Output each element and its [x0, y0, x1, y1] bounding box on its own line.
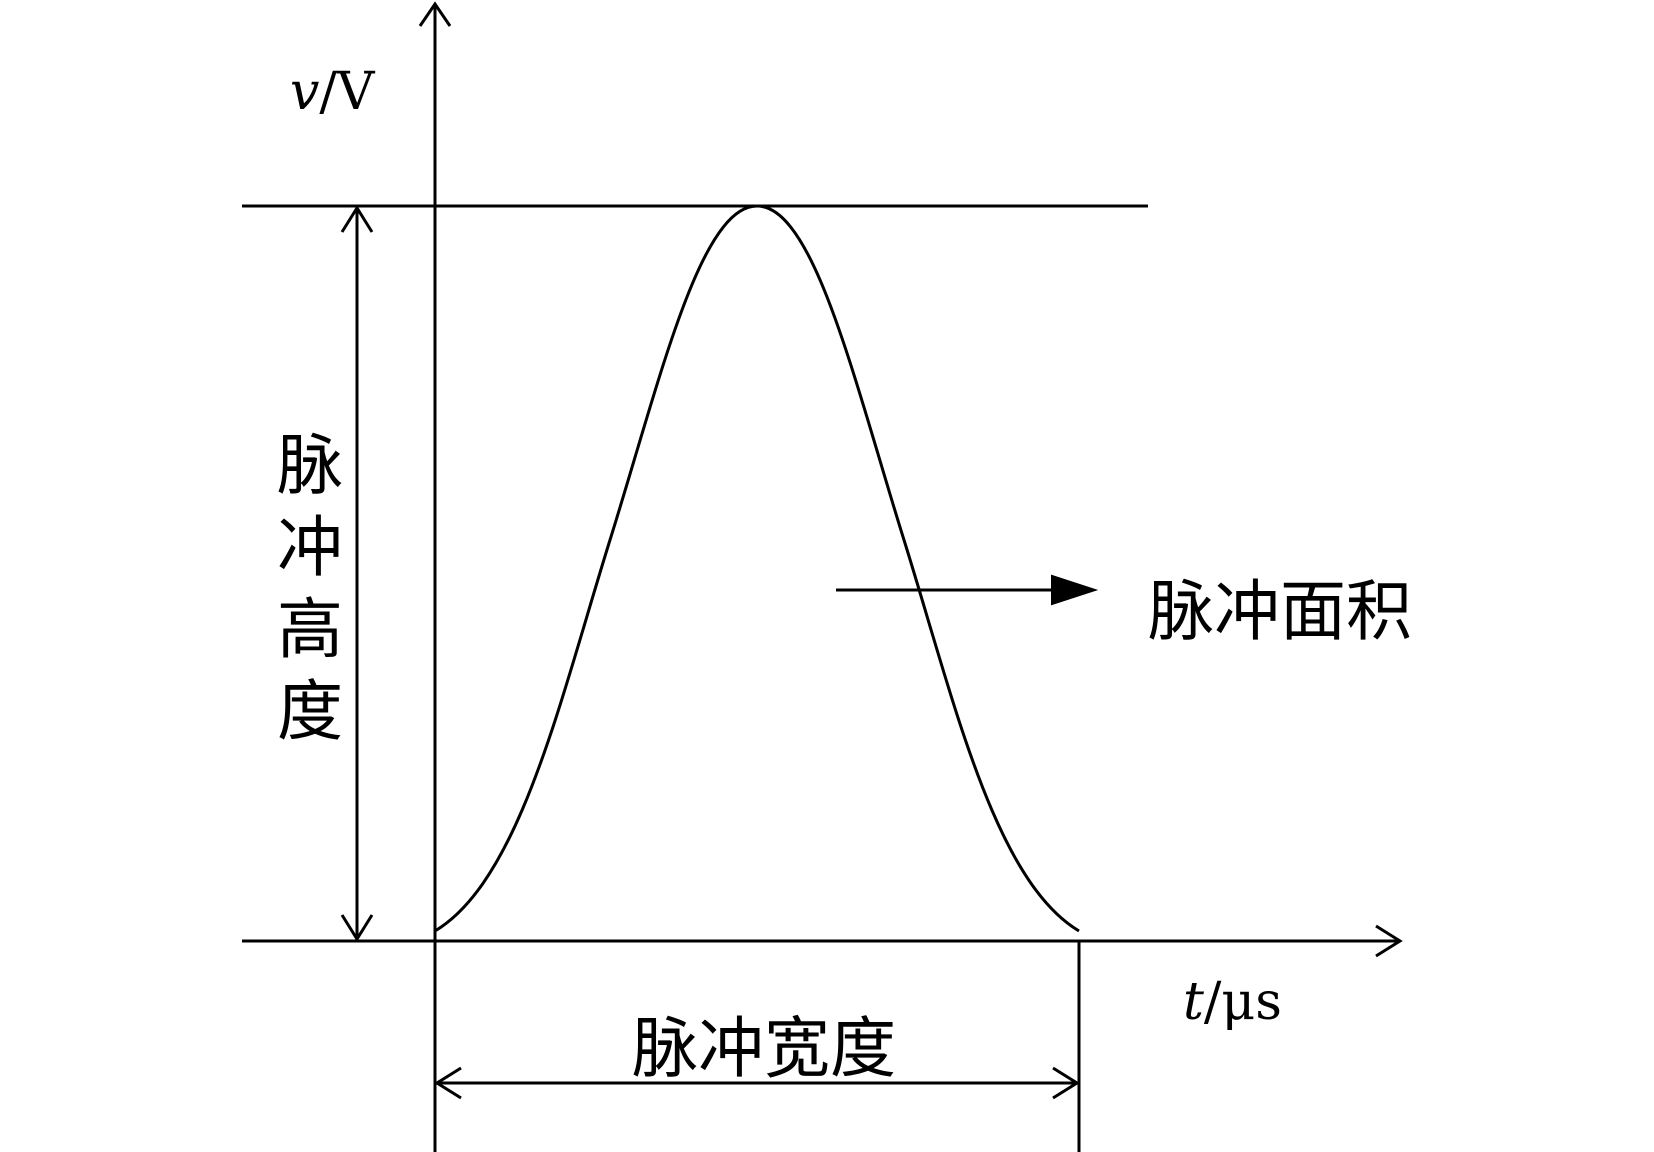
- y-axis-variable: v: [290, 62, 320, 122]
- pulse-height-arrowhead-bottom: [340, 914, 374, 942]
- y-axis-arrowhead: [418, 1, 452, 27]
- pulse-width-label: 脉冲宽度: [632, 1010, 896, 1087]
- pulse-width-arrowhead-right: [1052, 1066, 1080, 1100]
- pulse-curve: [434, 204, 1080, 933]
- pulse-width-arrowhead-left: [434, 1066, 462, 1100]
- y-axis-unit: /V: [319, 62, 375, 122]
- x-axis-label: t/μs: [1183, 972, 1282, 1032]
- pulse-height-label: 脉冲高度: [277, 427, 343, 750]
- pulse-area-pointer-arrowhead: [1051, 574, 1099, 606]
- x-axis-variable: t: [1183, 972, 1204, 1032]
- pulse-height-arrowhead-top: [340, 205, 374, 233]
- pulse-area-label: 脉冲面积: [1148, 573, 1412, 650]
- y-axis-label: v/V: [290, 62, 374, 122]
- x-axis-unit: /μs: [1203, 972, 1282, 1032]
- x-axis-arrowhead: [1375, 924, 1403, 958]
